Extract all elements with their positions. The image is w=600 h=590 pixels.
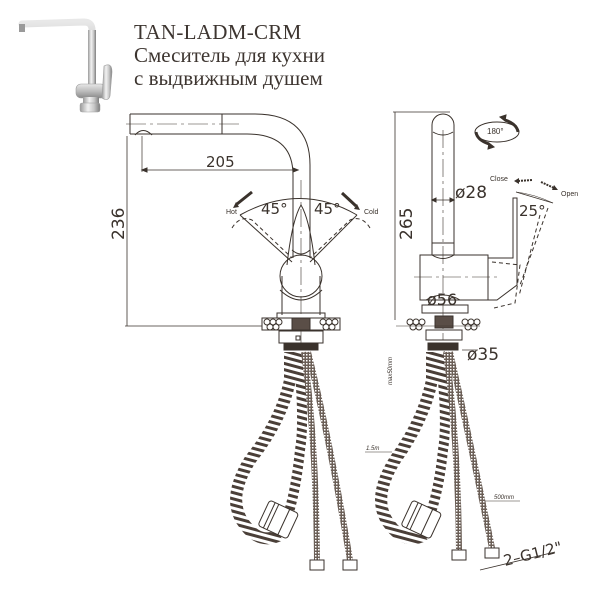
- label-open: Open: [561, 191, 578, 198]
- dim-height-front: 236: [109, 208, 129, 240]
- rotation-180-icon: [474, 114, 520, 150]
- description-line-1: Смеситель для кухни: [134, 43, 325, 67]
- close-arrow-icon: [514, 178, 533, 184]
- mount-ring-side: [406, 315, 481, 351]
- label-close: Close: [490, 176, 508, 183]
- angle-right: 45°: [314, 200, 341, 218]
- hose-length-label: 1.5m: [366, 446, 379, 452]
- label-cold: Cold: [364, 209, 379, 216]
- dim-reach: 205: [206, 153, 235, 171]
- dim-spout-diameter: ø28: [455, 183, 487, 203]
- model-code: TAN-LADM-CRM: [134, 20, 302, 44]
- front-view: [125, 113, 371, 571]
- dim-base-diameter: ø56: [427, 290, 457, 309]
- max-countertop-label: max50mm: [388, 357, 394, 385]
- title-block: TAN-LADM-CRM Смеситель для кухни с выдви…: [134, 20, 325, 90]
- dim-mount-diameter: ø35: [467, 345, 499, 365]
- lever-angle: 25°: [519, 202, 546, 220]
- dim-height-side: 265: [397, 208, 417, 240]
- mount-ring-front: [261, 317, 341, 351]
- hot-arrow-icon: [233, 190, 253, 208]
- angle-left: 45°: [261, 200, 288, 218]
- label-hot: Hot: [226, 209, 237, 216]
- spray-weight-front: [258, 500, 299, 539]
- connection-label: 2–G1/2": [502, 538, 564, 570]
- supply-hose-label: 500mm: [494, 495, 514, 501]
- spray-weight-side: [401, 500, 442, 539]
- faucet-photo: [18, 18, 113, 113]
- side-view: [365, 111, 556, 571]
- cold-arrow-icon: [340, 191, 360, 210]
- open-arrow-icon: [540, 181, 558, 190]
- description-line-2: с выдвижным душем: [134, 66, 323, 90]
- rotation-label: 180°: [487, 127, 504, 136]
